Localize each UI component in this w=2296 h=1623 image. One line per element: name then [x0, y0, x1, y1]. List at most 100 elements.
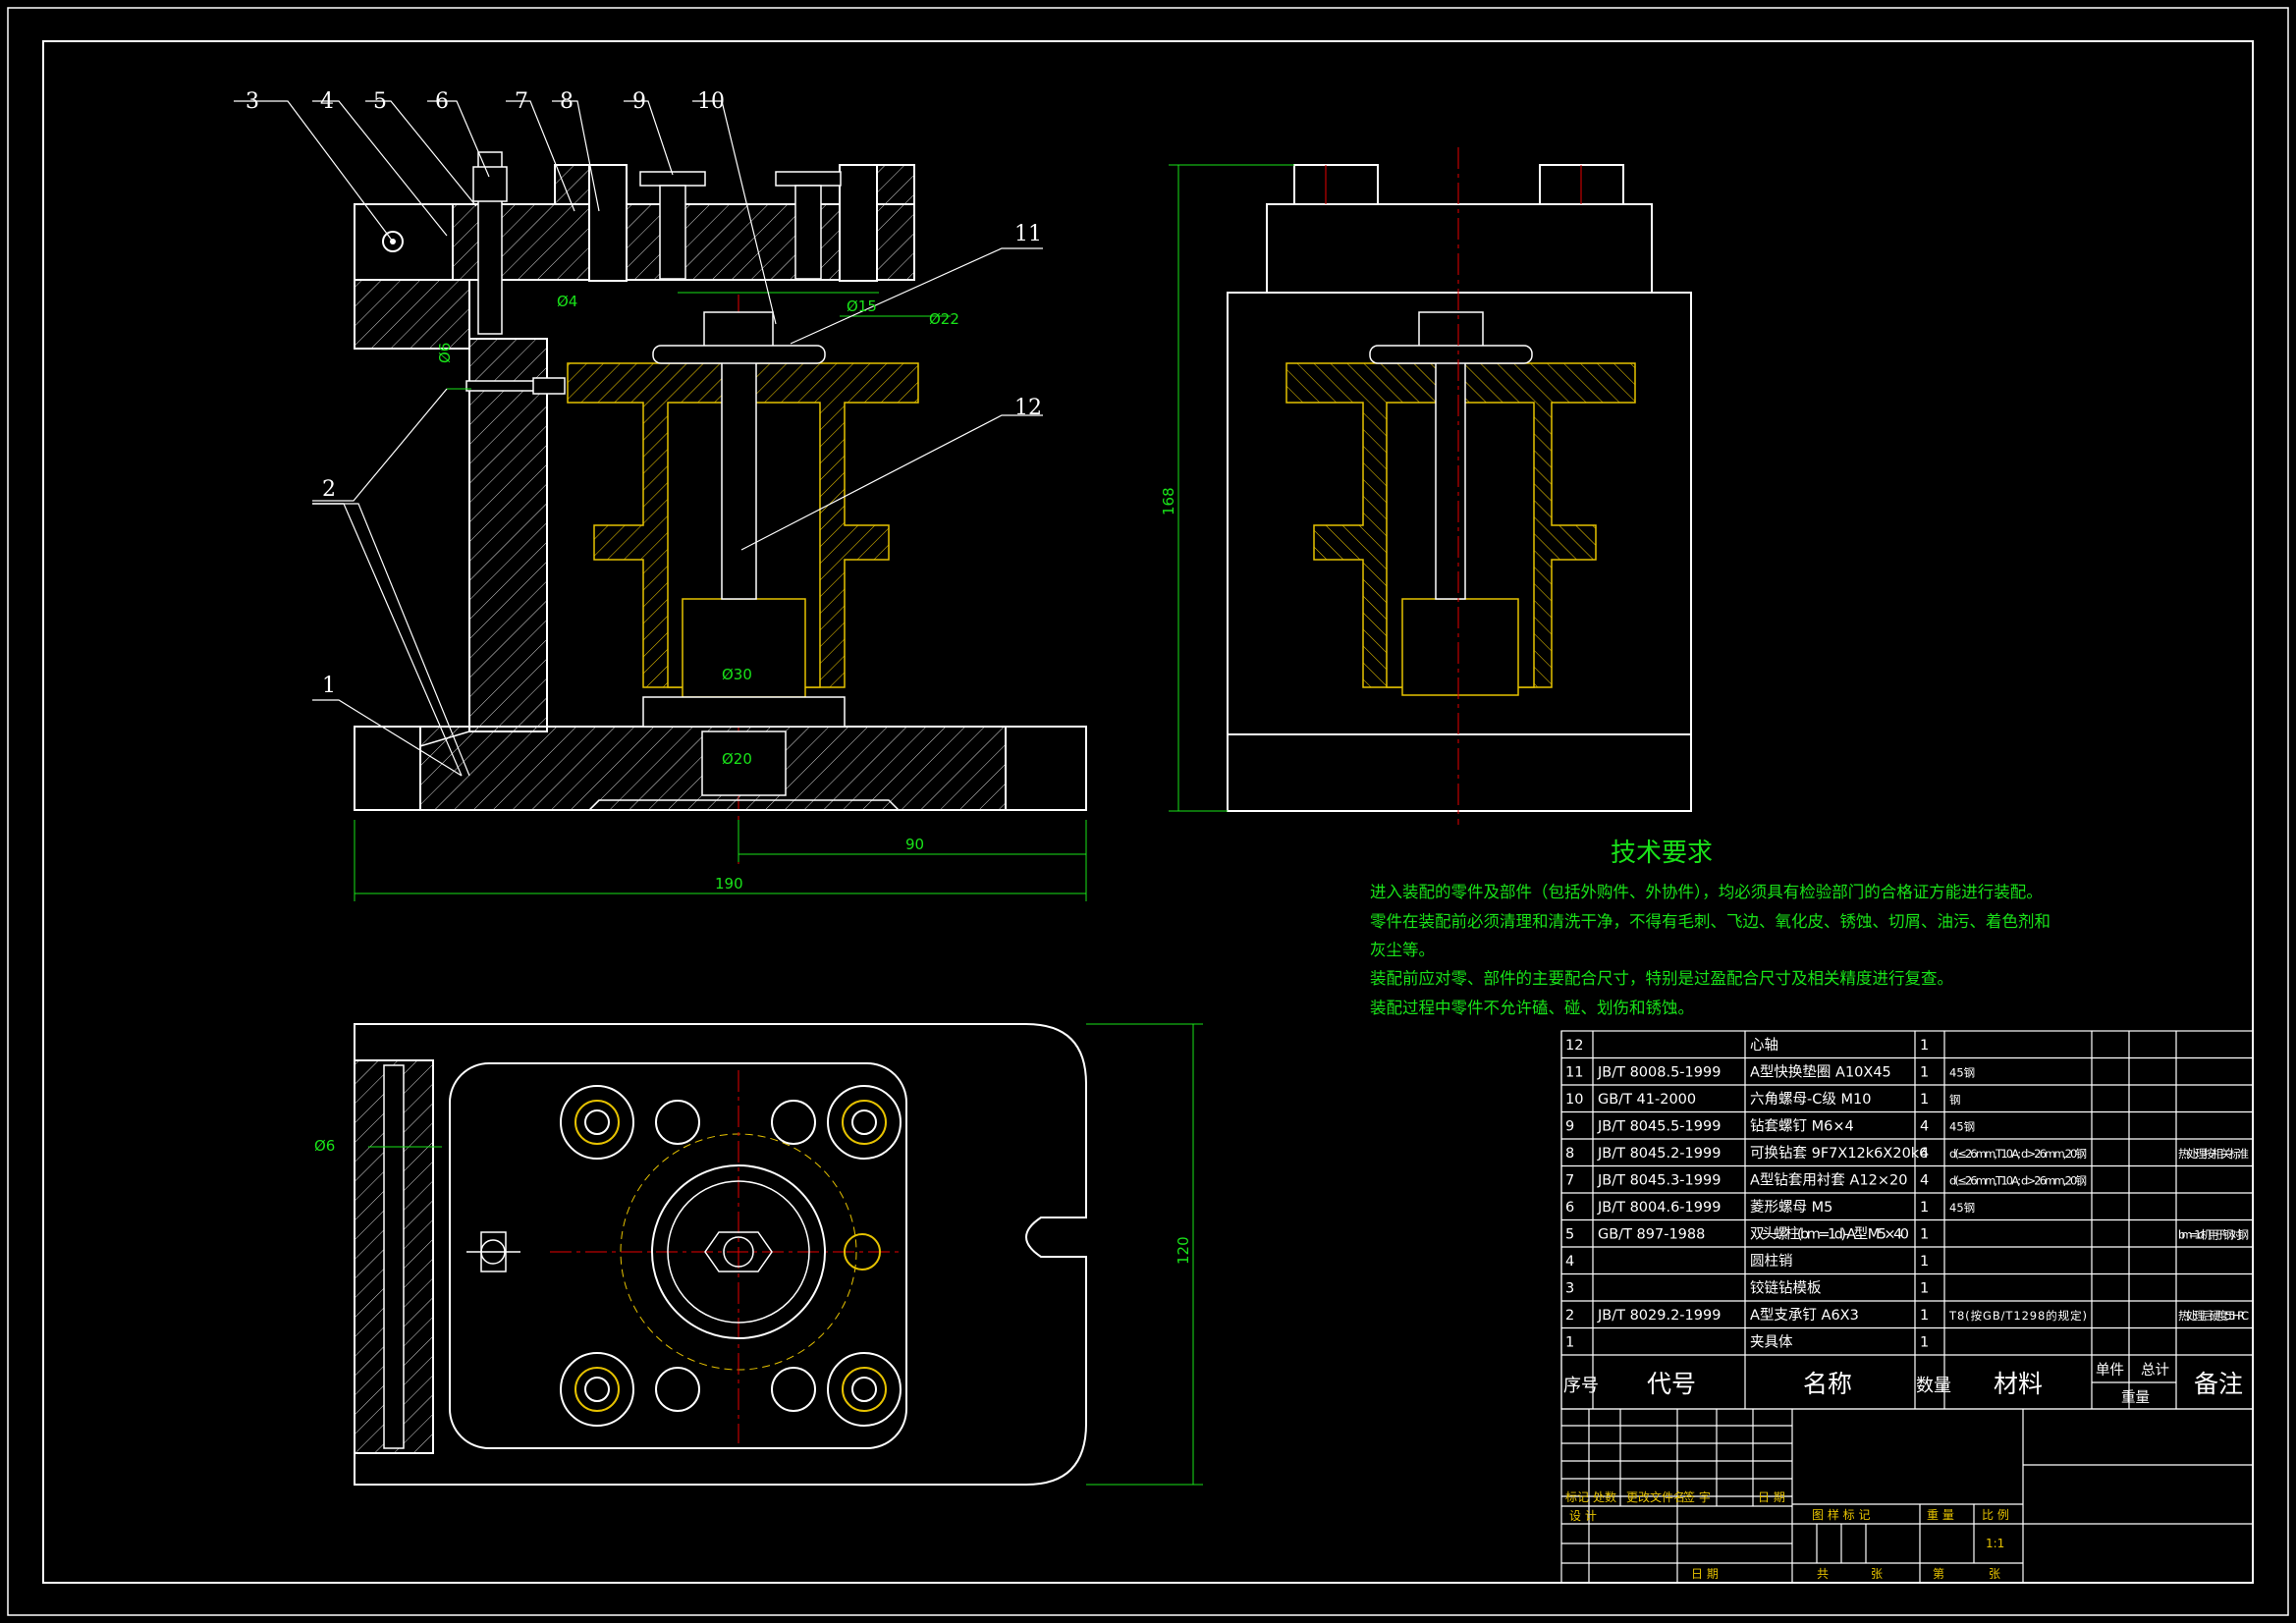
bom-cell-mat: T8(按GB/T1298的规定): [1948, 1309, 2087, 1323]
tb-scale-val: 1:1: [1986, 1537, 2004, 1550]
tb-page: 张: [1989, 1567, 2000, 1581]
balloon-2: 2: [322, 477, 336, 502]
bom-cell-name: 夹具体: [1750, 1334, 1793, 1351]
tech-line-2: 零件在装配前必须清理和清洗干净，不得有毛刺、飞边、氧化皮、锈蚀、切屑、油污、着色…: [1370, 912, 2050, 931]
tech-line-4: 装配前应对零、部件的主要配合尺寸，特别是过盈配合尺寸及相关精度进行复查。: [1370, 969, 1953, 988]
tb-file: 更改文件名: [1626, 1489, 1685, 1504]
tb-design: 设 计: [1569, 1509, 1597, 1523]
bom-cell-mat: 45钢: [1949, 1201, 1975, 1215]
bom-hdr-name: 名称: [1803, 1370, 1852, 1398]
bom-hdr-code: 代号: [1647, 1370, 1696, 1398]
bom-cell-no: 8: [1565, 1146, 1574, 1162]
tech-line-5: 装配过程中零件不允许磕、碰、划伤和锈蚀。: [1370, 999, 1694, 1017]
bom-cell-no: 5: [1565, 1227, 1574, 1243]
bom-cell-code: JB/T 8029.2-1999: [1597, 1308, 1721, 1324]
inner-border: [42, 40, 2254, 1584]
tb-date2: 日 期: [1691, 1567, 1719, 1581]
bom-cell-note: 热处理后硬度55HRC: [2178, 1309, 2249, 1323]
bom-cell-qty: 1: [1920, 1065, 1929, 1081]
outer-border: [7, 7, 2289, 1616]
bom-cell-qty: 1: [1920, 1038, 1929, 1054]
bom-cell-name: A型支承钉 A6X3: [1750, 1307, 1859, 1324]
bom-cell-name: A型快换垫圈 A10X45: [1750, 1064, 1891, 1081]
tb-total: 共: [1817, 1567, 1829, 1581]
bom-cell-mat: d(≤26mm,T10A; d>26mm,20钢: [1949, 1174, 2087, 1188]
bom-hdr-unit: 单件: [2096, 1362, 2124, 1379]
bom-cell-qty: 1: [1920, 1227, 1929, 1243]
technical-requirements: 技术要求 进入装配的零件及部件（包括外购件、外协件），均必须具有检验部门的合格证…: [1370, 839, 2050, 1017]
tb-count: 处数: [1593, 1489, 1616, 1504]
bom-cell-no: 9: [1565, 1119, 1574, 1135]
balloon-4: 4: [320, 89, 334, 114]
bom-cell-name: 圆柱销: [1750, 1253, 1793, 1270]
dim-phi22: Ø22: [929, 310, 959, 328]
bom-cell-qty: 1: [1920, 1200, 1929, 1216]
tech-title: 技术要求: [1611, 839, 1713, 868]
bom-cell-note: 热处理按相关标准: [2178, 1147, 2249, 1161]
bom-cell-code: JB/T 8008.5-1999: [1597, 1065, 1721, 1081]
balloon-9: 9: [632, 89, 646, 114]
bom-cell-qty: 4: [1920, 1146, 1929, 1162]
dim-190: 190: [715, 875, 743, 893]
bom-cell-qty: 1: [1920, 1308, 1929, 1324]
bom-cell-no: 10: [1565, 1092, 1583, 1108]
bom-hdr-no: 序号: [1563, 1376, 1599, 1396]
bom-cell-mat: d(≤26mm,T10A; d>26mm,20钢: [1949, 1147, 2087, 1161]
dim-phi6v: Ø6: [436, 343, 454, 363]
bom-cell-name: 可换钻套 9F7X12k6X20k6: [1750, 1145, 1928, 1162]
bom-cell-name: 六角螺母-C级 M10: [1750, 1091, 1871, 1108]
tb-date: 日 期: [1758, 1490, 1785, 1504]
bom-cell-qty: 1: [1920, 1335, 1929, 1351]
bom-cell-mat: 钢: [1949, 1093, 1961, 1107]
body-column: [468, 338, 548, 732]
bom-cell-qty: 1: [1920, 1092, 1929, 1108]
tb-sign: 签 字: [1683, 1489, 1711, 1504]
bom-cell-no: 4: [1565, 1254, 1574, 1270]
bom-hdr-total: 总计: [2141, 1362, 2169, 1379]
bom-cell-no: 1: [1565, 1335, 1574, 1351]
bom-cell-qty: 4: [1920, 1119, 1929, 1135]
bom-cell-no: 3: [1565, 1281, 1574, 1297]
bom-cell-no: 11: [1565, 1065, 1583, 1081]
balloon-1: 1: [322, 674, 336, 698]
tech-line-1: 进入装配的零件及部件（包括外购件、外协件），均必须具有检验部门的合格证方能进行装…: [1370, 883, 2043, 901]
side-view: 168: [1160, 147, 1692, 825]
bom-cell-name: 钻套螺钉 M6×4: [1750, 1118, 1854, 1135]
tb-sheet: 张: [1871, 1567, 1883, 1581]
balloon-6: 6: [435, 89, 449, 114]
bom-cell-no: 2: [1565, 1308, 1574, 1324]
bom-cell-qty: 4: [1920, 1173, 1929, 1189]
bom-cell-no: 7: [1565, 1173, 1574, 1189]
bom-cell-no: 6: [1565, 1200, 1574, 1216]
balloon-7: 7: [515, 89, 528, 114]
balloon-12: 12: [1014, 396, 1042, 420]
bom-cell-code: JB/T 8045.2-1999: [1597, 1146, 1721, 1162]
bom-cell-code: JB/T 8045.3-1999: [1597, 1173, 1721, 1189]
balloon-3: 3: [246, 89, 259, 114]
bom-hdr-note: 备注: [2194, 1370, 2243, 1398]
bom-cell-code: JB/T 8045.5-1999: [1597, 1119, 1721, 1135]
dim-90: 90: [905, 836, 924, 853]
bom-cell-name: 双头螺柱(bm=1d)-A型 M5×40: [1750, 1226, 1909, 1243]
bom-hdr-qty: 数量: [1916, 1376, 1951, 1396]
balloon-10: 10: [697, 89, 725, 114]
dim-phi15: Ø15: [847, 298, 877, 315]
bom-cell-name: 心轴: [1750, 1037, 1778, 1054]
bom-cell-mat: 45钢: [1949, 1066, 1975, 1080]
tb-stage: 图 样 标 记: [1812, 1507, 1870, 1522]
balloon-8: 8: [560, 89, 574, 114]
top-view: 120 Ø6: [314, 1023, 1203, 1486]
tech-line-3: 灰尘等。: [1370, 941, 1435, 959]
front-view: 3 4 5 6 7 8 9 10 11 12 2 1 Ø4 Ø15 Ø22 Ø6…: [234, 89, 1087, 901]
tb-marks: 标记: [1565, 1490, 1589, 1504]
dim-phi6: Ø6: [314, 1137, 335, 1155]
bom-hdr-weight: 重量: [2121, 1389, 2150, 1406]
bom-cell-mat: 45钢: [1949, 1120, 1975, 1134]
bom-cell-qty: 1: [1920, 1281, 1929, 1297]
bom-cell-code: GB/T 897-1988: [1598, 1227, 1705, 1243]
dim-phi20: Ø20: [722, 750, 752, 768]
balloon-5: 5: [373, 89, 387, 114]
bom-cell-no: 12: [1565, 1038, 1583, 1054]
